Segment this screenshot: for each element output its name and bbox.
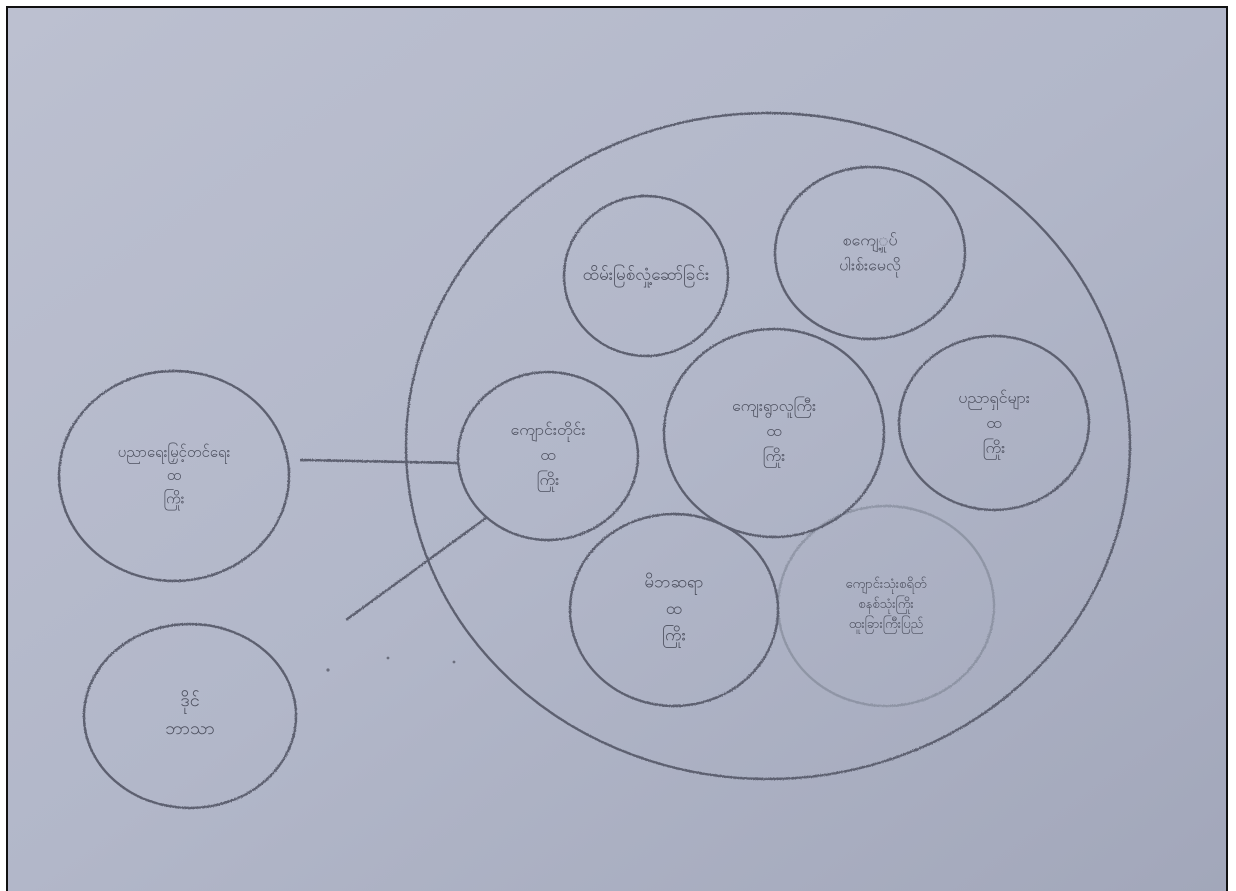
- label-line: ကြိုး: [662, 623, 686, 648]
- label-line: ကြိုး: [763, 446, 785, 468]
- circle-right: [897, 334, 1091, 512]
- pencil-dots: [326, 656, 456, 672]
- label-line: ပညာရေးမြှင့်တင်ရေး: [118, 442, 231, 464]
- label-line: မိဘဆရာ: [644, 573, 703, 596]
- label-bottom-left: ဒိုင်ဘာသာ: [165, 690, 215, 739]
- label-center-big: ကျေးရွာလူကြီးထကြိုး: [732, 396, 816, 468]
- label-line: ထ: [540, 445, 556, 464]
- circle-diagram: ထိမ်းမြစ်လှုံ့ဆော်ခြင်း စကျေ့ှုပ်ပါးစ်းမ…: [8, 8, 1226, 891]
- outer-group-circle: [404, 111, 1132, 781]
- pencil-strokes: [57, 111, 1132, 810]
- circle-top-right: [773, 165, 967, 341]
- label-line: ဘာသာ: [165, 718, 215, 739]
- label-line: ပါးစ်းမေလို: [839, 255, 901, 277]
- label-line: ကြိုး: [537, 470, 559, 492]
- label-line: ကြိုး: [163, 488, 184, 510]
- label-line: ကျေးရွာလူကြီး: [732, 396, 816, 418]
- circle-center-big: [662, 327, 886, 539]
- label-line: ထ: [167, 466, 182, 484]
- label-bottom-right: ကျောင်းသုံးစရိတ်စနစ်သုံးကြိုးထူးခြားကြီး…: [846, 576, 927, 634]
- label-line: ထူးခြားကြီးပြည်: [849, 615, 924, 634]
- label-right: ပညာရှင်များထကြိုး: [958, 388, 1030, 460]
- label-line: ထ: [986, 413, 1002, 432]
- circle-bottom-right: [776, 504, 996, 708]
- label-line: ကျောင်းသုံးစရိတ်: [846, 576, 927, 594]
- connector-left-to-hub: [299, 458, 459, 465]
- circle-left: [57, 369, 291, 583]
- label-line: ထ: [666, 599, 682, 619]
- label-bottom-mid: မိဘဆရာထကြိုး: [644, 573, 703, 649]
- paper-background: [8, 8, 1226, 891]
- label-line: ဒိုင်: [180, 690, 199, 714]
- label-line: စကျေ့ှုပ်: [843, 231, 898, 253]
- circle-bottom-left: [82, 622, 298, 810]
- connector-bottom-left-to-hub: [345, 517, 487, 621]
- circle-top-left: [562, 194, 730, 358]
- circle-hub: [456, 370, 640, 542]
- label-top-right: စကျေ့ှုပ်ပါးစ်းမေလို: [839, 231, 901, 278]
- label-line: ကြိုး: [983, 438, 1005, 460]
- label-line: ကျောင်းတိုင်း: [511, 420, 586, 442]
- diagram-frame: ထိမ်းမြစ်လှုံ့ဆော်ခြင်း စကျေ့ှုပ်ပါးစ်းမ…: [6, 6, 1228, 891]
- circle-labels: ထိမ်းမြစ်လှုံ့ဆော်ခြင်း စကျေ့ှုပ်ပါးစ်းမ…: [118, 231, 1030, 739]
- label-line: စနစ်သုံးကြိုး: [858, 595, 913, 614]
- label-top-left: ထိမ်းမြစ်လှုံ့ဆော်ခြင်း: [583, 263, 710, 288]
- label-hub: ကျောင်းတိုင်းထကြိုး: [511, 420, 586, 492]
- label-left: ပညာရေးမြှင့်တင်ရေးထကြိုး: [118, 442, 231, 511]
- label-line: ပညာရှင်များ: [958, 388, 1030, 410]
- label-line: ထ: [766, 421, 782, 440]
